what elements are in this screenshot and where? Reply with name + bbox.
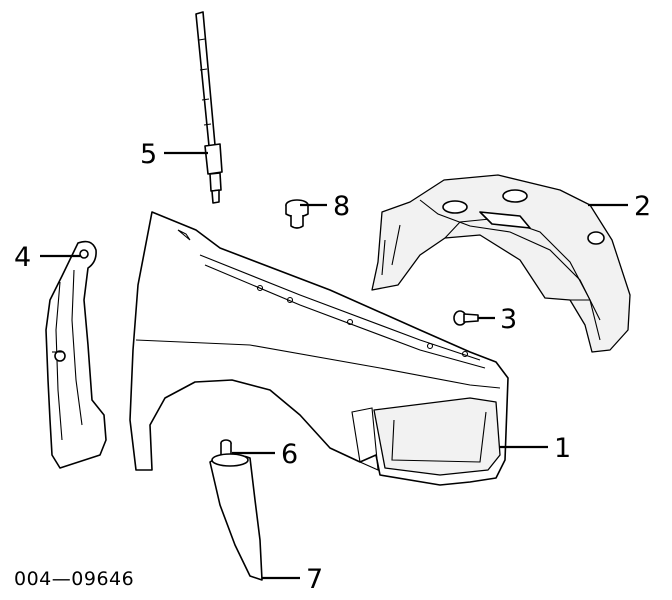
callout-7: 7 xyxy=(306,564,323,595)
leader-lines xyxy=(40,151,628,580)
diagram-code: 004—09646 xyxy=(14,568,134,590)
callout-4: 4 xyxy=(14,242,31,273)
antenna-mast xyxy=(195,11,223,204)
front-fender xyxy=(129,211,509,486)
callout-3: 3 xyxy=(500,304,517,335)
fender-seal xyxy=(45,240,107,469)
push-pin xyxy=(453,310,479,326)
mud-flap xyxy=(209,453,263,581)
callout-6: 6 xyxy=(281,439,298,470)
plug-grommet xyxy=(285,199,309,229)
callout-8: 8 xyxy=(333,191,350,222)
callout-labels: 1 2 3 4 5 6 7 8 xyxy=(14,139,651,595)
callout-1: 1 xyxy=(554,433,571,464)
wheel-splash-shield xyxy=(371,174,631,353)
callout-2: 2 xyxy=(634,191,651,222)
callout-5: 5 xyxy=(140,139,157,170)
